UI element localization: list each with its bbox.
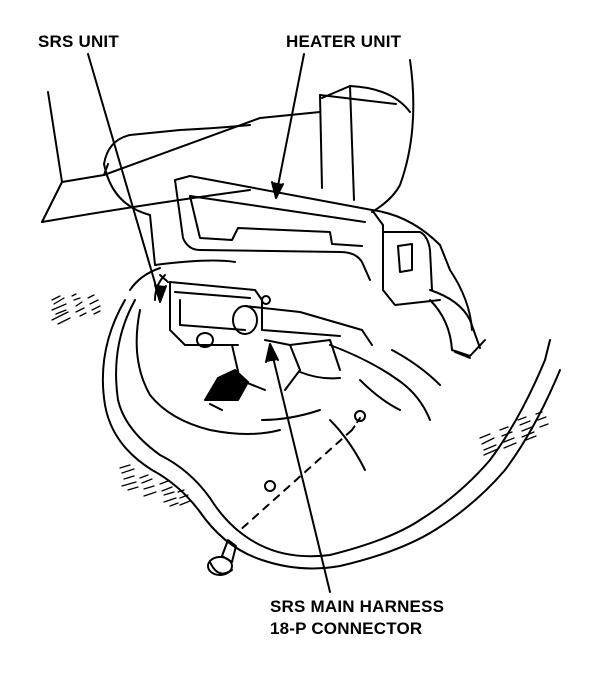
srs-unit-leader [87, 53, 161, 301]
harness-label-line2: 18-P CONNECTOR [270, 619, 423, 638]
harness-connector [204, 339, 341, 411]
harness-label-line1: SRS MAIN HARNESS [270, 597, 445, 616]
srs-unit-arrowhead [154, 284, 167, 303]
heater-unit-arrowhead [271, 181, 284, 199]
scribble-marks [51, 293, 549, 507]
console-outline [101, 259, 561, 570]
srs-unit-body [159, 274, 373, 348]
dashboard-upper-panel [41, 59, 415, 223]
heater-unit-housing [103, 124, 481, 349]
heater-unit-leader [275, 53, 305, 197]
harness-leader [269, 344, 331, 593]
srs-unit-label: SRS UNIT [38, 32, 119, 51]
heater-unit-label: HEATER UNIT [286, 32, 402, 51]
harness-arrowhead [265, 343, 279, 363]
mounting-bolt [207, 410, 366, 576]
leader-lines [87, 53, 331, 593]
